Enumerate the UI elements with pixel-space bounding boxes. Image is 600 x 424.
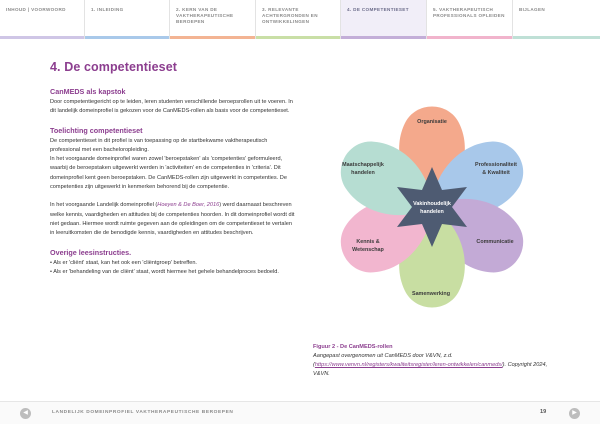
section-heading: Overige leesinstructies.: [50, 247, 132, 257]
tab-opleiden[interactable]: 5. VAKTHERAPEUTISCH PROFESSIONALS OPLEID…: [427, 0, 513, 39]
tab-inhoud[interactable]: INHOUD | VOORWOORD: [0, 0, 85, 39]
petal-label: Kennis &: [356, 239, 379, 245]
paragraph: Door competentiegericht op te leiden, le…: [50, 99, 293, 115]
chevron-left-icon[interactable]: ◀: [20, 408, 31, 419]
center-label: Vakinhoudelijk: [413, 201, 451, 207]
page-number: 19: [540, 409, 547, 415]
footer: ◀ LANDELIJK DOMEINPROFIEL VAKTHERAPEUTIS…: [0, 401, 600, 424]
tab-label: 2. KERN VAN DE VAKTHERAPEUTISCHE BEROEPE…: [176, 7, 234, 25]
source-link[interactable]: https://www.venvn.nl/registers/kwaliteit…: [314, 362, 503, 368]
tab-color-bar: [170, 36, 255, 39]
tab-label: 5. VAKTHERAPEUTISCH PROFESSIONALS OPLEID…: [433, 7, 505, 19]
tab-label: BIJLAGEN: [519, 7, 546, 12]
tab-color-bar: [341, 36, 426, 39]
paragraph: In het voorgaande domeinprofiel waren zo…: [50, 156, 287, 191]
petal-label: Maatschappelijk: [342, 162, 384, 168]
text-run: In het voorgaande Landelijk domeinprofie…: [50, 202, 158, 209]
paragraph: De competentieset in dit profiel is van …: [50, 137, 268, 153]
citation: Hoeyen & De Boer, 2016: [157, 202, 220, 209]
tab-competentieset[interactable]: 4. DE COMPETENTIESET: [341, 0, 427, 39]
text-run: Aangepast overgenomen uit CanMEDS door V…: [313, 353, 453, 368]
petal-label: Communicatie: [476, 239, 513, 245]
petal-label: Organisatie: [417, 119, 447, 125]
section-leesinstructies: Overige leesinstructies. • Als er 'cliën…: [50, 248, 295, 278]
text-run: ) werd daarnaast beschreven welke kennis…: [50, 202, 295, 237]
chevron-right-icon[interactable]: ▶: [569, 408, 580, 419]
caption-text: Aangepast overgenomen uit CanMEDS door V…: [313, 352, 558, 379]
section-toelichting: Toelichting competentieset De competenti…: [50, 126, 295, 239]
petal-label: Wetenschap: [352, 247, 384, 253]
text-run: ). Copyright 2024, V&VN.: [313, 362, 548, 377]
section-heading: CanMEDS als kapstok: [50, 87, 126, 96]
petal-label: & Kwaliteit: [482, 170, 510, 176]
petal-label: Professionaliteit: [475, 162, 517, 168]
tab-color-bar: [0, 36, 84, 39]
chapter-nav: INHOUD | VOORWOORD 1. INLEIDING 2. KERN …: [0, 0, 600, 39]
petal-label: handelen: [351, 170, 375, 176]
center-star: [397, 167, 467, 247]
tab-label: INHOUD | VOORWOORD: [6, 7, 66, 12]
figure-caption: Figuur 2 - De CanMEDS-rollen Aangepast o…: [313, 344, 558, 379]
section-canmeds: CanMEDS als kapstok Door competentiegeri…: [50, 87, 295, 117]
tab-inleiding[interactable]: 1. INLEIDING: [85, 0, 170, 39]
instruction-list: • Als er 'cliënt' staat, kan het ook een…: [50, 259, 295, 278]
caption-title: Figuur 2 - De CanMEDS-rollen: [313, 344, 393, 350]
tab-color-bar: [513, 36, 600, 39]
tab-label: 1. INLEIDING: [91, 7, 124, 12]
tab-color-bar: [85, 36, 169, 39]
tab-kern[interactable]: 2. KERN VAN DE VAKTHERAPEUTISCHE BEROEPE…: [170, 0, 256, 39]
tab-color-bar: [256, 36, 340, 39]
list-item: • Als er 'cliënt' staat, kan het ook een…: [50, 259, 197, 266]
paragraph: In het voorgaande Landelijk domeinprofie…: [50, 201, 295, 238]
center-label: handelen: [420, 209, 444, 215]
tab-achtergronden[interactable]: 3. RELEVANTE ACHTERGRONDEN EN ONTWIKKELI…: [256, 0, 341, 39]
petal-label: Samenwerking: [412, 291, 450, 297]
page-title: 4. De competentieset: [50, 60, 178, 74]
section-heading: Toelichting competentieset: [50, 125, 143, 135]
main-text-column: 4. De competentieset CanMEDS als kapstok…: [50, 60, 295, 277]
tab-color-bar: [427, 36, 512, 39]
canmeds-flower-diagram: Organisatie Professionaliteit & Kwalitei…: [340, 106, 524, 308]
tab-label: 4. DE COMPETENTIESET: [347, 7, 409, 12]
tab-label: 3. RELEVANTE ACHTERGRONDEN EN ONTWIKKELI…: [262, 7, 318, 25]
footer-title: LANDELIJK DOMEINPROFIEL VAKTHERAPEUTISCH…: [52, 410, 234, 415]
tab-bijlagen[interactable]: BIJLAGEN: [513, 0, 600, 39]
list-item: • Als er 'behandeling van de cliënt' sta…: [50, 268, 279, 275]
